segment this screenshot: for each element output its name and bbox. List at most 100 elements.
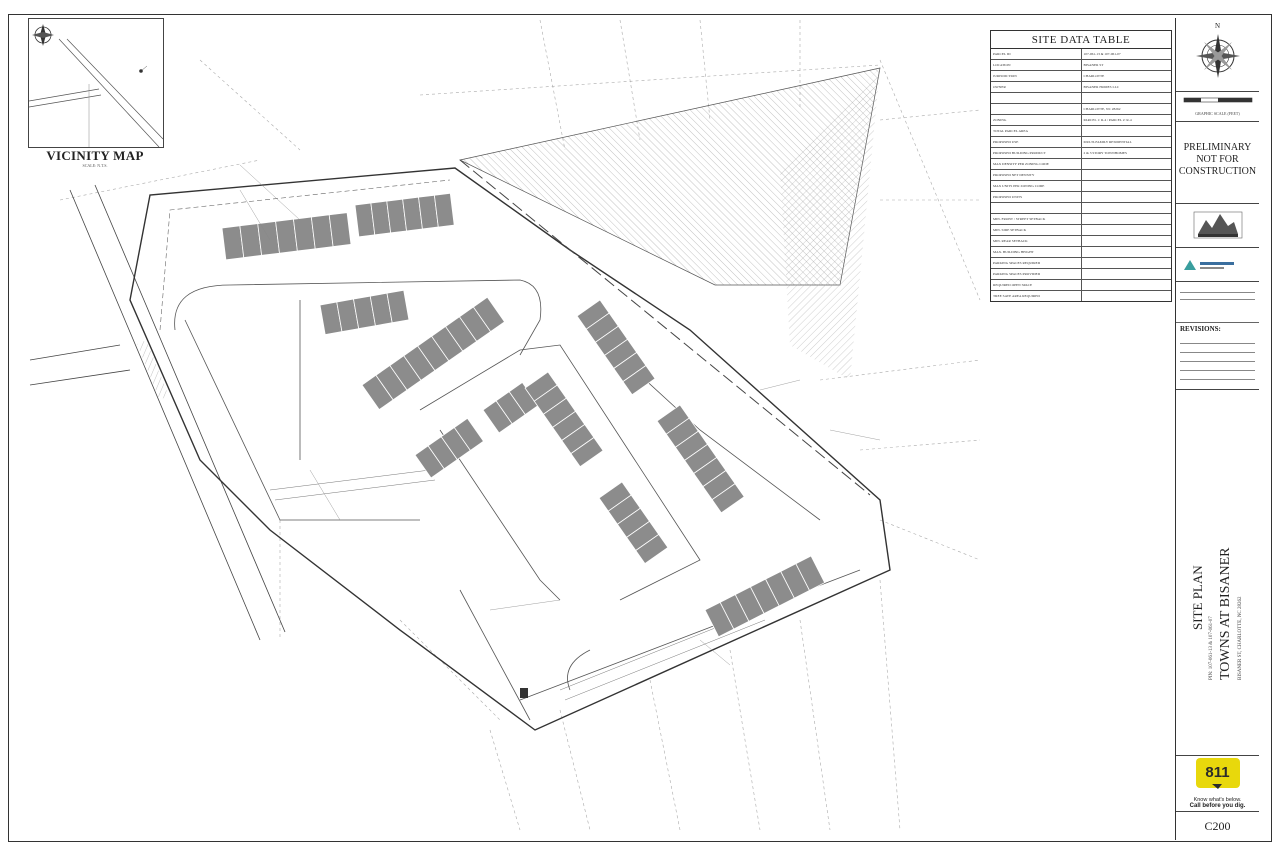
site-data-label: PARKING SPACES REQUIRED [991,258,1082,268]
firm-logo-icon [1193,211,1243,239]
site-data-row: MIN. REAR SETBACK [991,236,1171,247]
sheet-title: SITE PLAN [1190,565,1205,630]
site-data-value [1082,170,1172,180]
drive-aisles [174,279,861,721]
site-data-row: TREE SAVE AREA REQUIRED [991,291,1171,301]
badge-line-2: Call before you dig. [1189,803,1246,809]
vicinity-map [28,18,164,148]
compass-rose-icon [1196,34,1240,78]
site-data-row: MIN. SIDE SETBACK [991,225,1171,236]
site-data-value [1082,203,1172,213]
project-info [1176,292,1259,323]
site-data-value [1082,192,1172,202]
site-data-label [991,104,1082,114]
site-data-label: REQUIRED OPEN SPACE [991,280,1082,290]
site-data-row: PARKING SPACES REQUIRED [991,258,1171,269]
site-data-value: MULTI-FAMILY RESIDENTIAL [1083,140,1132,144]
engineer-logo [1176,204,1259,248]
site-data-value: CHARLOTTE [1083,74,1105,78]
site-data-label: PROPOSED NET DENSITY [991,170,1082,180]
site-data-row [991,93,1171,104]
call-811-badge: 811 Know what's below. Call before you d… [1176,756,1259,812]
site-data-row: MAX UNITS PER ZONING CODE [991,181,1171,192]
site-data-label: PROPOSED BUILDING PRODUCT [991,148,1082,158]
north-arrow-icon [32,24,54,46]
site-data-label: ZONING [991,115,1082,125]
site-data-row: MAX DENSITY PER ZONING CODE [991,159,1171,170]
site-data-value: CHARLOTTE, NC 28262 [1083,107,1121,111]
site-data-label: OWNER [991,82,1082,92]
project-address: BISANER ST, CHARLOTTE, NC 28262 [1238,596,1243,680]
site-data-label: LOCATION [991,60,1082,70]
site-data-value: 107-061-13 & 107-061-07 [1083,52,1121,56]
site-data-row: TOTAL PARCEL AREA [991,126,1171,137]
site-data-row: MIN. FRONT / STREET SETBACK [991,214,1171,225]
call-811-icon [1196,758,1240,789]
project-name: TOWNS AT BISANER [1218,547,1233,680]
site-data-row: PROPOSED UNITS [991,192,1171,203]
site-data-label: MIN. FRONT / STREET SETBACK [991,214,1082,224]
site-data-label: PROPOSED UNITS [991,192,1082,202]
site-data-value [1082,258,1172,268]
prelim-line-1: PRELIMINARY [1183,142,1252,153]
prelim-line-3: CONSTRUCTION [1178,166,1257,177]
site-data-value [1082,93,1172,103]
site-data-value [1082,269,1172,279]
site-data-label: PARCEL ID [991,49,1082,59]
leader-lines [239,164,881,666]
badge-line-1: Know what's below. [1193,797,1242,803]
site-data-row: PROPOSED NET DENSITY [991,170,1171,181]
graphic-scale-bar [1183,97,1253,103]
site-data-row: REQUIRED OPEN SPACE [991,280,1171,291]
setback-line [159,179,451,331]
site-data-value [1082,236,1172,246]
developer-logo-icon [1184,260,1234,270]
vicinity-map-drawing [28,24,164,148]
site-data-value: 2 & 3 STORY TOWNHOMES [1083,151,1127,155]
buffer-hatch [780,68,880,380]
revisions-block: REVISIONS: [1176,282,1259,390]
site-data-value [1082,214,1172,224]
site-data-label: MAX. BUILDING HEIGHT [991,247,1082,257]
site-data-label: MAX UNITS PER ZONING CODE [991,181,1082,191]
site-data-value: BISANER ST [1083,63,1104,67]
sidewalk-hatch [137,340,169,400]
revisions-label: REVISIONS: [1180,325,1221,333]
site-data-label: MIN. SIDE SETBACK [991,225,1082,235]
site-data-value [1082,126,1172,136]
site-boundary [129,167,891,731]
site-data-label: TOTAL PARCEL AREA [991,126,1082,136]
site-data-table-title: SITE DATA TABLE [991,31,1171,49]
preliminary-stamp: PRELIMINARY NOT FOR CONSTRUCTION [1176,122,1259,204]
north-label: N [1214,22,1221,30]
north-arrow-cell: N [1176,18,1259,92]
site-data-row [991,203,1171,214]
parcel-line: PIN: 107-061-13 & 107-061-07 [1209,616,1214,680]
site-data-row: MAX. BUILDING HEIGHT [991,247,1171,258]
site-data-label [991,93,1082,103]
sheet-number: C200 [1176,811,1259,840]
parking-stalls [269,469,766,701]
site-data-value [1082,291,1172,301]
site-data-label: TREE SAVE AREA REQUIRED [991,291,1082,301]
sheet-title-cell: SITE PLAN PIN: 107-061-13 & 107-061-07 T… [1176,390,1259,756]
site-data-label: PROPOSED USE [991,137,1082,147]
site-data-label: MIN. REAR SETBACK [991,236,1082,246]
site-data-label [991,203,1082,213]
site-data-label: MAX DENSITY PER ZONING CODE [991,159,1082,169]
site-data-row: CHARLOTTE, NC 28262 [991,104,1171,115]
developer-logo [1176,248,1259,282]
title-block: N GRAPHIC SCALE (FEET) PRELIMINARY NOT F… [1175,18,1259,840]
site-data-value: PARCEL 1: R-4 / PARCEL 2: R-4 [1083,118,1132,122]
site-data-value [1082,159,1172,169]
site-data-value [1082,247,1172,257]
